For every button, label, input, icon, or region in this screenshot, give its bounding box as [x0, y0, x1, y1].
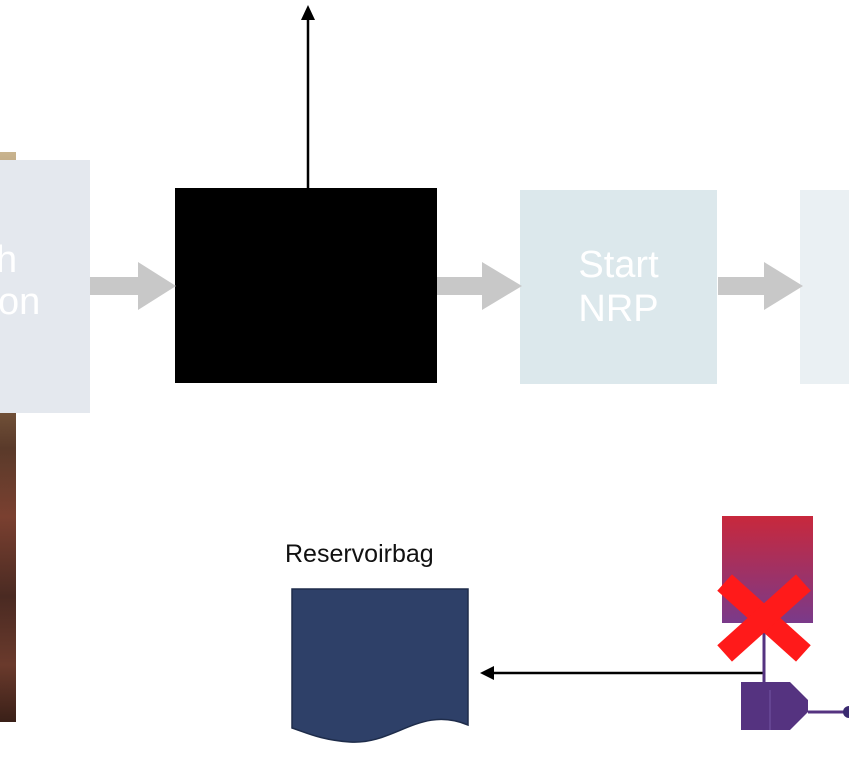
right-step-box [800, 190, 849, 384]
device-connector [741, 682, 808, 730]
reservoir-bag [291, 588, 469, 743]
flow-arrow-3 [718, 262, 803, 310]
flow-arrow-2 [437, 262, 522, 310]
reservoir-label: Reservoirbag [285, 540, 434, 568]
black-box [175, 188, 437, 383]
cross-icon [714, 572, 814, 664]
left-arrow-icon [480, 666, 764, 680]
start-nrp-line2: NRP [578, 288, 659, 330]
start-nrp-line1: Start [578, 244, 659, 286]
left-step-line1: h [0, 239, 18, 281]
left-step-box: h on [0, 160, 90, 413]
left-step-line2: on [0, 281, 41, 323]
start-nrp-box: Start NRP [520, 190, 717, 384]
up-arrow-icon [301, 5, 315, 188]
flow-arrow-1 [90, 262, 176, 310]
